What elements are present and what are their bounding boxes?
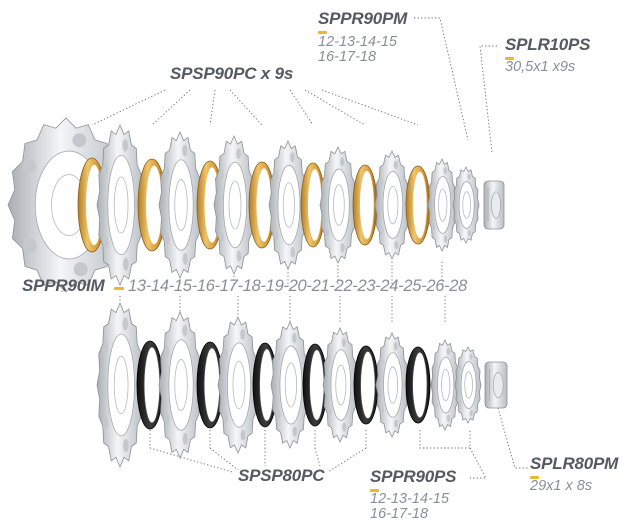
top-lockring bbox=[483, 180, 505, 230]
sprocket-size-sequence: 13-14-15-16-17-18-19-20-21-22-23-24-25-2… bbox=[128, 277, 468, 295]
top-cog-7 bbox=[374, 150, 410, 260]
leader-sppr90ps-bracket bbox=[419, 430, 471, 449]
underline-sppr90ps bbox=[370, 489, 379, 492]
top-gold-spacer-7 bbox=[405, 165, 431, 245]
bottom-black-spacer-5 bbox=[353, 345, 379, 425]
bottom-cog-1 bbox=[96, 301, 144, 469]
sppr90pm-sizes-line2: 16-17-18 bbox=[318, 49, 377, 65]
top-gold-spacer-5 bbox=[300, 162, 326, 248]
top-gold-spacer-4 bbox=[248, 161, 276, 249]
leader-spsp90pc-3 bbox=[209, 89, 216, 126]
underline-splr80pm bbox=[530, 476, 539, 479]
underline-sppr90pm bbox=[318, 31, 327, 34]
splr10ps-size: 30,5x1 x9s bbox=[505, 59, 576, 75]
leader-sppr90ps bbox=[469, 447, 487, 479]
leader-splr10ps bbox=[479, 45, 497, 153]
leader-spsp80pc-r1 bbox=[314, 447, 321, 467]
bottom-cog-4 bbox=[270, 321, 310, 449]
leader-spsp90pc-6 bbox=[304, 89, 366, 126]
bottom-cog-7 bbox=[430, 339, 460, 431]
top-cog-3 bbox=[158, 130, 202, 280]
leader-spsp90pc-7 bbox=[321, 89, 419, 126]
leader-lines bbox=[61, 17, 528, 479]
bottom-lockring bbox=[484, 361, 508, 409]
label-splr80pm: SPLR80PM bbox=[530, 454, 619, 473]
top-cog-6 bbox=[319, 146, 357, 264]
underline-sppr90im bbox=[114, 287, 124, 290]
splr80pm-size: 29x1 x 8s bbox=[530, 478, 593, 494]
label-splr10ps: SPLR10PS bbox=[505, 35, 591, 54]
leader-spsp90pc-4 bbox=[229, 89, 263, 126]
top-cog-8 bbox=[427, 158, 457, 252]
bottom-black-spacer-6 bbox=[405, 346, 431, 424]
leader-sppr90pm bbox=[414, 17, 469, 141]
label-spsp90pc: SPSP90PC x 9s bbox=[170, 64, 294, 83]
top-cog-5 bbox=[268, 140, 308, 270]
leader-spsp80pc-right bbox=[327, 447, 367, 473]
leader-splr80pm bbox=[497, 407, 528, 469]
label-spsp80pc: SPSP80PC bbox=[238, 466, 325, 485]
top-gold-spacer-2 bbox=[137, 158, 167, 252]
bottom-cog-5 bbox=[322, 327, 358, 443]
bottom-black-spacer-1 bbox=[136, 340, 164, 430]
bottom-black-spacer-4 bbox=[302, 343, 328, 427]
top-gold-spacer-6 bbox=[352, 164, 378, 246]
label-sppr90im: SPPR90IM bbox=[22, 276, 105, 295]
bottom-cog-6 bbox=[375, 332, 409, 438]
label-sppr90pm: SPPR90PM bbox=[318, 9, 408, 28]
leader-spsp90pc-1 bbox=[91, 89, 166, 126]
bottom-cog-2 bbox=[158, 310, 202, 460]
underline-splr10ps bbox=[505, 57, 514, 60]
top-cog-9 bbox=[452, 166, 480, 244]
bottom-black-spacer-3 bbox=[252, 342, 278, 428]
bottom-cog-8 bbox=[454, 346, 482, 424]
label-sppr90ps: SPPR90PS bbox=[370, 467, 457, 486]
leader-spsp80pc-l2 bbox=[209, 447, 239, 471]
sppr90pm-sizes-line1: 12-13-14-15 bbox=[318, 34, 397, 50]
sppr90ps-sizes-line2: 16-17-18 bbox=[370, 506, 429, 522]
bottom-cog-3 bbox=[217, 316, 259, 454]
top-cog-4 bbox=[213, 134, 255, 276]
cassette-parts bbox=[7, 117, 508, 469]
leader-spsp80pc-left bbox=[149, 447, 233, 473]
top-cog-2 bbox=[96, 123, 144, 287]
leader-spsp90pc-5 bbox=[289, 89, 314, 126]
bottom-black-spacer-2 bbox=[196, 341, 224, 429]
leader-spsp90pc-2 bbox=[151, 89, 191, 126]
sppr90ps-sizes-line1: 12-13-14-15 bbox=[370, 491, 449, 507]
